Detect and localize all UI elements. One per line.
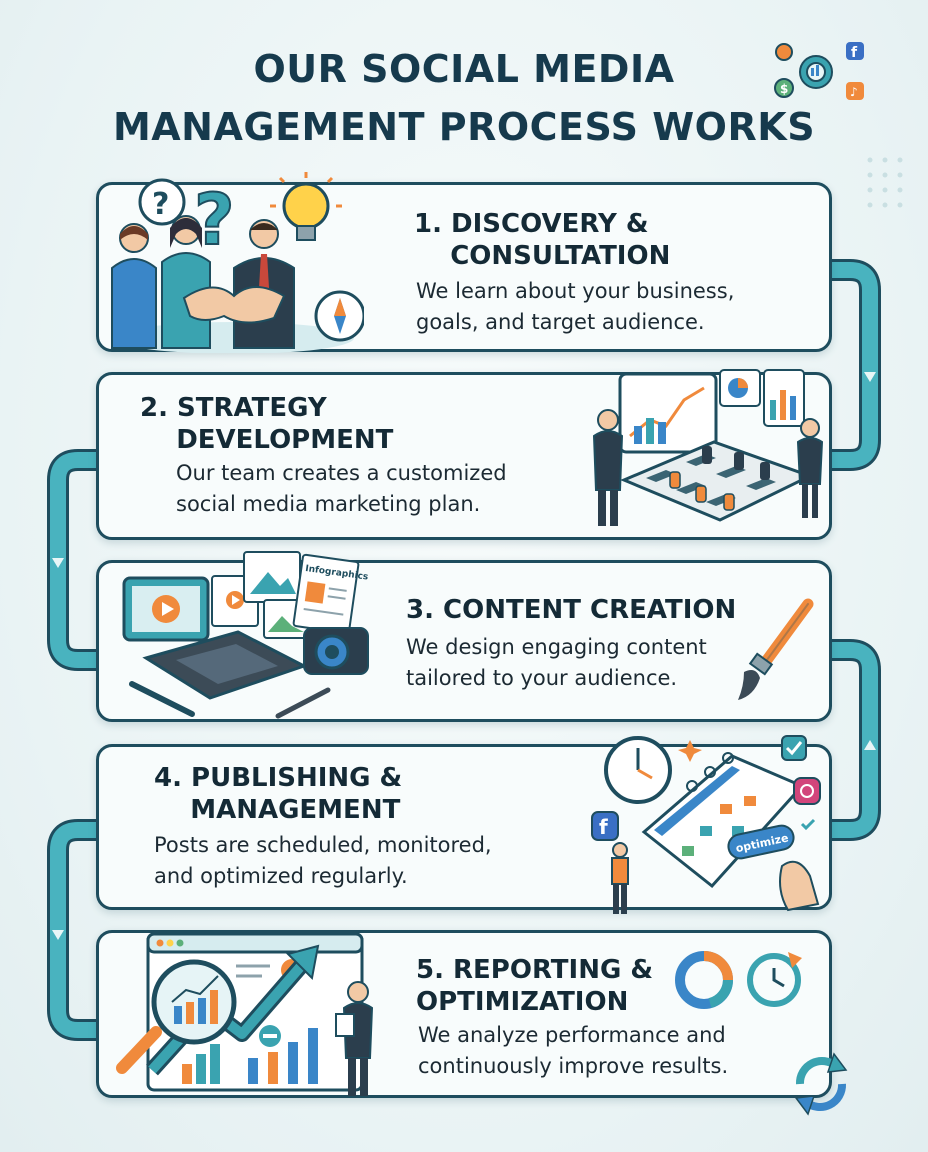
svg-text:?: ? [194, 179, 235, 261]
publishing-illustration: optimize f [591, 735, 821, 914]
step-4-description: Posts are scheduled, monitored, and opti… [154, 833, 492, 888]
reporting-illustration: + [116, 932, 374, 1096]
clock-icon [604, 736, 672, 804]
presenter-woman [796, 418, 824, 518]
presenter-man [335, 981, 374, 1096]
svg-text:f: f [599, 815, 608, 839]
small-person [611, 842, 629, 914]
handshake-icon [182, 286, 286, 324]
decorative-dots [867, 157, 903, 208]
page-title: OUR SOCIAL MEDIA MANAGEMENT PROCESS WORK… [0, 40, 928, 156]
facebook-icon: f [591, 811, 619, 841]
optimize-button: optimize [727, 824, 795, 860]
refresh-clock-icon [747, 952, 802, 1007]
drawing-tablet [142, 630, 308, 700]
donut-chart-icon [675, 951, 733, 1009]
presenter-man [592, 409, 624, 526]
instagram-icon [793, 777, 821, 805]
svg-text:$: $ [780, 82, 788, 96]
person-3 [233, 219, 295, 349]
calendar-icon [641, 752, 805, 889]
dollar-icon: $ [774, 78, 794, 98]
step-1-description: We learn about your business, goals, and… [416, 279, 735, 334]
step-2-title: 2. STRATEGY DEVELOPMENT [140, 393, 394, 455]
infographics-sheet: Infographics [292, 553, 369, 635]
step-2-description: Our team creates a customized social med… [176, 461, 507, 516]
title-line-1: OUR SOCIAL MEDIA [253, 47, 675, 91]
facebook-icon: f [846, 42, 864, 61]
tiktok-icon: ♪ [846, 82, 864, 100]
checkmark-icon [781, 735, 807, 761]
recycle-arrows-icon [794, 1052, 848, 1116]
gear-icon [775, 43, 833, 89]
reporting-icons [675, 951, 802, 1009]
strategy-illustration [592, 369, 824, 526]
step-3-title: 3. CONTENT CREATION [406, 595, 737, 625]
step-5-description: We analyze performance and continuously … [418, 1023, 729, 1078]
paintbrush-icon [738, 598, 814, 700]
title-line-2: MANAGEMENT PROCESS WORKS [112, 105, 816, 149]
svg-text:?: ? [152, 187, 169, 222]
chart-board-icon [618, 369, 805, 454]
compass-icon [314, 290, 364, 342]
person-1 [111, 223, 157, 349]
step-5-title: 5. REPORTING & OPTIMIZATION [416, 955, 654, 1017]
chess-board-icon [620, 440, 814, 522]
question-mark-icon: ? ? [138, 178, 236, 262]
step-3-description: We design engaging content tailored to y… [406, 635, 707, 690]
camera-icon [303, 627, 369, 675]
svg-text:♪: ♪ [850, 85, 858, 99]
social-icons-cluster: f $ ♪ [774, 42, 864, 100]
discovery-illustration: ? ? [111, 172, 364, 353]
lightbulb-icon [270, 172, 342, 241]
step-1-title: 1. DISCOVERY & CONSULTATION [414, 209, 671, 271]
video-play-icon [122, 576, 210, 642]
step-4-title: 4. PUBLISHING & MANAGEMENT [154, 763, 403, 825]
content-creation-illustration: Infographics [122, 551, 369, 719]
magnifier-icon [116, 959, 237, 1074]
svg-text:f: f [851, 45, 858, 61]
